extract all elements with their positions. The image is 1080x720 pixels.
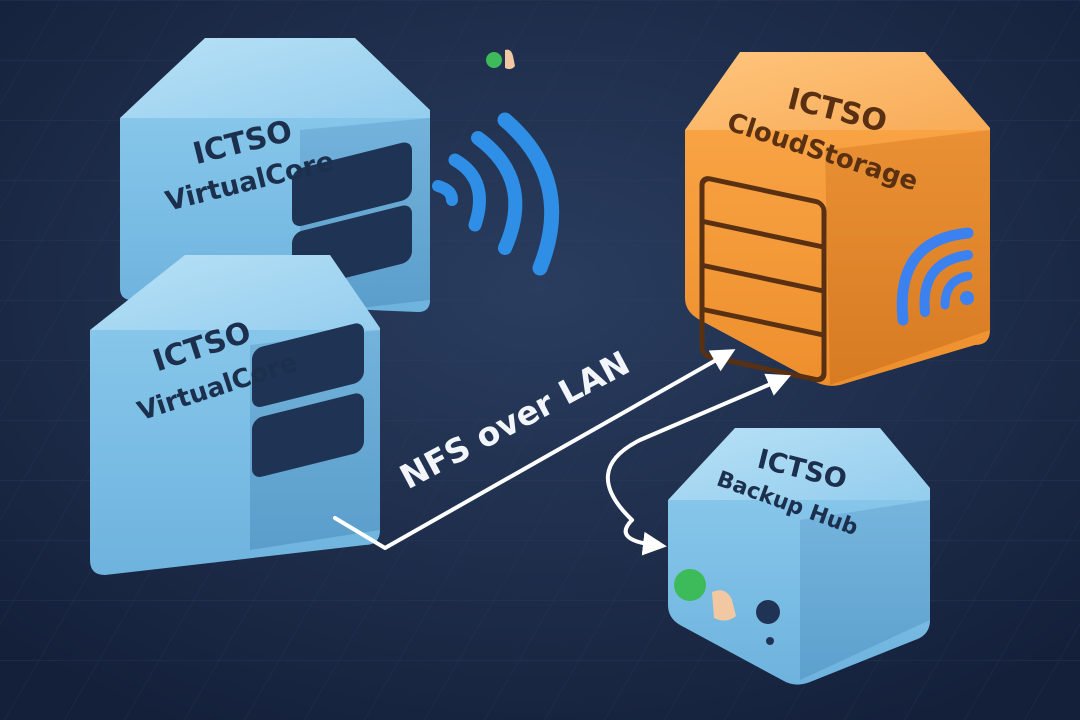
wifi-icon: [432, 112, 560, 276]
drive-bay-icon: [252, 323, 364, 407]
connector-nfs: [333, 349, 792, 556]
drive-bay-icon: [292, 142, 412, 227]
hub-side-face: [800, 500, 930, 680]
tap-hand-icon: [505, 49, 515, 70]
server-virtualcore-2[interactable]: ICTSO VirtualCore: [90, 255, 380, 575]
arrow-loop-to-hub: [623, 518, 667, 556]
tap-hand-icon: [712, 590, 736, 621]
storage-top-face: [685, 52, 990, 140]
wifi-icon: [896, 227, 974, 326]
arrow-hub-to-cloud: [605, 373, 792, 522]
top-badge-icons: [486, 49, 515, 70]
drive-rack-icon: [699, 176, 827, 383]
node-backup-hub[interactable]: ICTSO Backup Hub: [668, 428, 930, 685]
drive-bay-icon: [252, 393, 364, 477]
power-button-icon[interactable]: [756, 600, 780, 624]
leaf-badge-icon: [674, 569, 706, 601]
arrow-vc2-to-cloud: [333, 349, 736, 550]
server-top-face: [90, 255, 380, 340]
hub-top-face: [668, 428, 930, 500]
storage-side-face: [825, 130, 990, 385]
node-cloudstorage[interactable]: ICTSO CloudStorage: [685, 52, 990, 386]
status-led-icon: [766, 637, 774, 645]
server-top-face: [120, 38, 430, 122]
leaf-badge-icon: [486, 52, 502, 68]
